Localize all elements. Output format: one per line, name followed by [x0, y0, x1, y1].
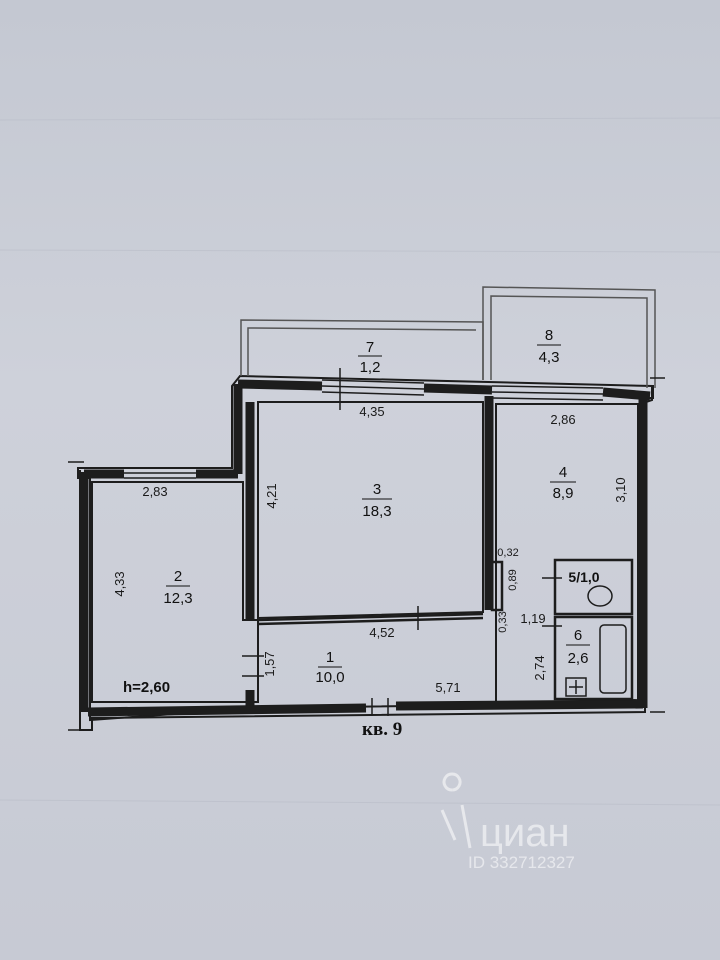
watermark-id: ID 332712327: [468, 853, 575, 872]
room-5-label: 5/1,0: [568, 569, 599, 585]
paper-lines: [0, 117, 720, 806]
bathtub-icon: [599, 624, 627, 694]
room-3-number: 3: [373, 481, 381, 498]
dim-room4-top: 2,86: [550, 412, 575, 427]
room-4-area: 8,9: [553, 485, 574, 502]
room-6-area: 2,6: [568, 650, 589, 667]
dim-room2-width: 2,83: [142, 484, 167, 499]
dim-room4-right: 3,10: [613, 477, 628, 502]
fixtures: [565, 585, 627, 697]
ceiling-height-label: h=2,60: [123, 679, 170, 696]
room-3-area: 18,3: [362, 503, 391, 520]
dim-bath-width: 1,19: [520, 611, 545, 626]
windows: [124, 379, 604, 479]
dimension-labels: 2,83 4,33 4,35 4,21 4,52 2,86 3,10 0,32 …: [112, 404, 628, 695]
dim-niche-width: 0,32: [497, 547, 518, 559]
dim-room3-top: 4,35: [359, 404, 384, 419]
dim-corridor-length: 5,71: [435, 680, 460, 695]
room-labels: 1 10,0 2 12,3 3 18,3 4 8,9 5/1,0 6 2,6 7…: [163, 327, 599, 686]
sink-icon: [565, 677, 587, 697]
room-2-number: 2: [174, 568, 182, 585]
room-4-number: 4: [559, 464, 567, 481]
dim-corridor-vertical: 1,57: [262, 651, 277, 676]
cian-logo-icon: [440, 772, 472, 849]
room-7-area: 1,2: [360, 359, 381, 376]
balconies: [240, 286, 656, 388]
room-6-number: 6: [574, 627, 582, 644]
outer-walls: [77, 374, 654, 731]
dim-niche-height: 0,89: [507, 569, 519, 590]
watermark-brand: циан: [480, 811, 570, 855]
dim-niche-depth: 0,33: [497, 611, 509, 632]
dim-room3-bottom: 4,52: [369, 625, 394, 640]
toilet-icon: [587, 585, 613, 607]
room-2-area: 12,3: [163, 590, 192, 607]
wall-poche: [79, 379, 651, 717]
room-1-number: 1: [326, 649, 334, 666]
dim-room2-depth: 4,33: [112, 571, 127, 596]
dim-bath-length: 2,74: [532, 655, 547, 680]
partitions: [257, 558, 634, 701]
room-7-number: 7: [366, 339, 374, 356]
room-1-area: 10,0: [315, 669, 344, 686]
room-8-number: 8: [545, 327, 553, 344]
apartment-label: кв. 9: [362, 719, 402, 740]
watermark: циан ID 332712327: [440, 772, 575, 872]
room-8-area: 4,3: [539, 349, 560, 366]
dim-room3-left: 4,21: [264, 483, 279, 508]
dimension-ticks: [68, 368, 665, 731]
